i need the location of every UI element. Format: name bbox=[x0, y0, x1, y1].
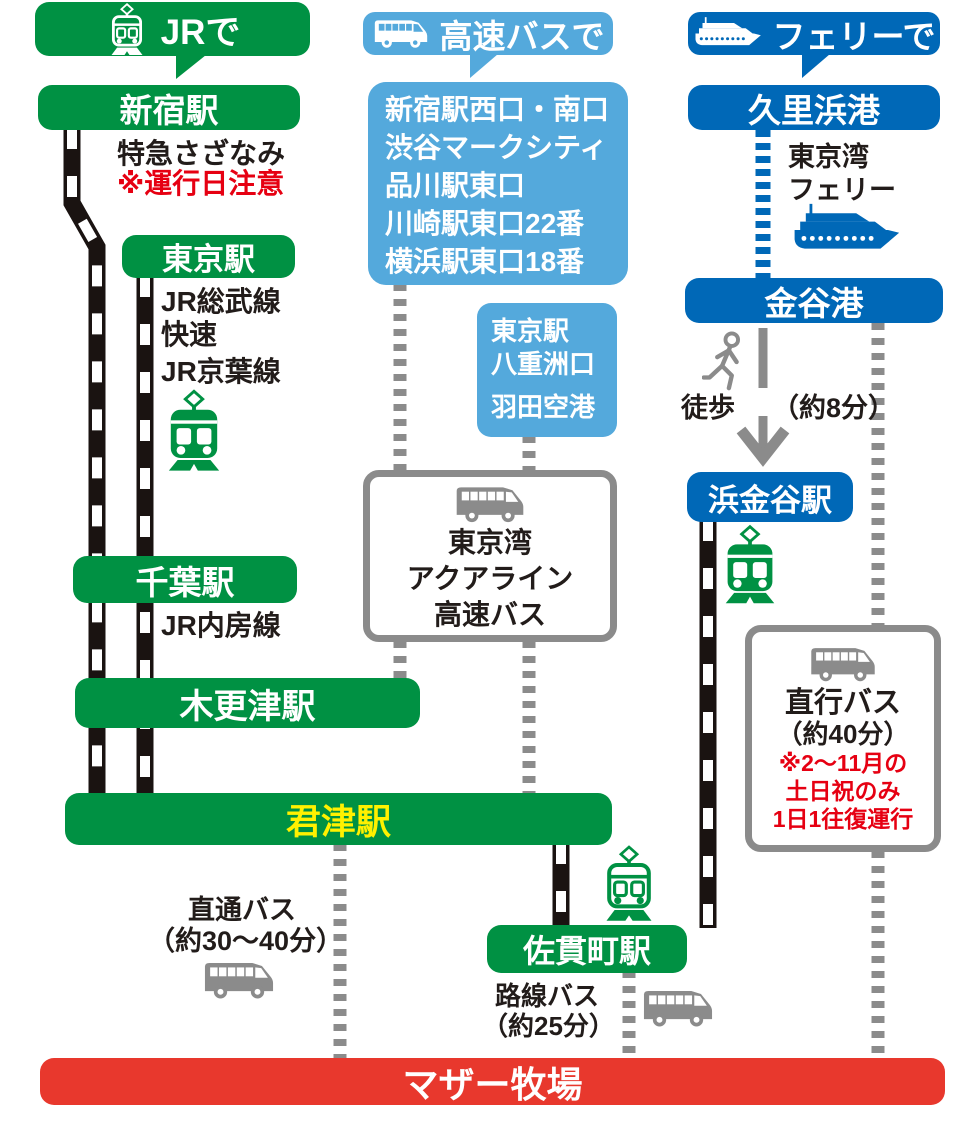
station-badge-hamakanaya: 浜金谷駅 bbox=[687, 472, 853, 522]
chokko-note-line3: 1日1往復運行 bbox=[772, 806, 914, 832]
bus-icon bbox=[372, 17, 430, 50]
station-badge-shinjuku: 新宿駅 bbox=[38, 85, 300, 130]
highway-bus-header-tail bbox=[470, 54, 498, 78]
station-badge-kanaya: 金谷港 bbox=[685, 278, 943, 323]
aqualine-line3: 高速バス bbox=[433, 599, 546, 630]
station-label: 東京駅 bbox=[162, 242, 255, 277]
bus-stop: 新宿駅西口・南口 bbox=[385, 94, 610, 125]
bus-stop: 渋谷マークシティ bbox=[385, 132, 608, 163]
station-badge-kurihama: 久里浜港 bbox=[688, 85, 940, 130]
walking-person-icon bbox=[702, 331, 748, 393]
station-label: 新宿駅 bbox=[119, 91, 219, 129]
ferry-icon bbox=[786, 202, 904, 258]
bus-stop: 品川駅東口 bbox=[385, 170, 526, 201]
station-label: 木更津駅 bbox=[179, 687, 316, 726]
bus-name: 直通バス bbox=[188, 895, 296, 925]
note-chokutsu-bus: 直通バス （約30〜40分） bbox=[148, 895, 344, 957]
chokko-bus-note: ※2〜11月の 土日祝のみ 1日1往復運行 bbox=[773, 749, 914, 833]
note-sobu-rapid: 快速 bbox=[161, 319, 218, 350]
aqualine-bus-label: 東京湾 アクアライン 高速バス bbox=[407, 525, 574, 633]
bus-time: （約30〜40分） bbox=[148, 926, 344, 956]
bus-stop: 八重洲口 bbox=[491, 349, 596, 379]
bus-stops-tokyo-box: 東京駅 八重洲口 羽田空港 bbox=[477, 303, 617, 437]
bus-stop: 横浜駅東口18番 bbox=[385, 246, 585, 277]
station-label: 金谷港 bbox=[764, 284, 864, 322]
ferry-header-badge: フェリーで bbox=[688, 12, 940, 55]
destination-label: マザー牧場 bbox=[402, 1063, 583, 1105]
note-rosen-bus: 路線バス （約25分） bbox=[482, 981, 615, 1041]
ferry-header-tail bbox=[802, 54, 830, 78]
destination-badge: マザー牧場 bbox=[40, 1058, 945, 1105]
highway-bus-header-badge: 高速バスで bbox=[363, 12, 613, 55]
bus-stops-box: 新宿駅西口・南口 渋谷マークシティ 品川駅東口 川崎駅東口22番 横浜駅東口18… bbox=[368, 82, 628, 285]
bus-time: （約25分） bbox=[482, 1011, 615, 1041]
jr-header-label: JRで bbox=[160, 12, 241, 52]
station-label: 浜金谷駅 bbox=[708, 482, 832, 518]
station-label: 佐貫町駅 bbox=[522, 933, 651, 969]
jr-header-tail bbox=[176, 55, 206, 79]
aqualine-line1: 東京湾 bbox=[447, 527, 532, 558]
bus-icon bbox=[807, 644, 879, 684]
train-icon bbox=[105, 3, 149, 55]
chokko-bus-box: 直行バス （約40分） ※2〜11月の 土日祝のみ 1日1往復運行 bbox=[745, 625, 941, 852]
aqualine-bus-box: 東京湾 アクアライン 高速バス bbox=[363, 470, 617, 642]
walk-time: （約8分） bbox=[772, 393, 896, 423]
station-label: 君津駅 bbox=[285, 802, 391, 842]
train-icon bbox=[722, 524, 778, 604]
note-caution: ※運行日注意 bbox=[117, 168, 285, 199]
train-icon bbox=[602, 843, 656, 923]
ferry-name-line1: 東京湾 bbox=[788, 142, 869, 172]
chokko-bus-time: （約40分） bbox=[776, 719, 910, 749]
chokko-note-line1: ※2〜11月の bbox=[778, 750, 908, 776]
highway-bus-header-label: 高速バスで bbox=[439, 17, 605, 55]
bus-icon bbox=[641, 986, 715, 1030]
station-badge-sanukimachi: 佐貫町駅 bbox=[487, 925, 687, 973]
bus-stop: 東京駅 bbox=[491, 316, 570, 346]
walk-arrow bbox=[736, 328, 790, 467]
station-label: 千葉駅 bbox=[135, 563, 235, 601]
bus-icon bbox=[202, 958, 276, 1002]
ferry-name-line2: フェリー bbox=[788, 175, 896, 205]
aqualine-line2: アクアライン bbox=[406, 563, 574, 594]
bus-stop: 羽田空港 bbox=[491, 392, 596, 422]
jr-header-badge: JRで bbox=[35, 2, 310, 56]
ferry-icon bbox=[692, 16, 762, 51]
note-uchibo-line: JR内房線 bbox=[161, 610, 281, 641]
station-label: 久里浜港 bbox=[748, 91, 880, 129]
rail-line-shinjuku-kimitsu bbox=[63, 128, 106, 796]
note-sobu-line: JR総武線 bbox=[161, 286, 281, 317]
note-express: 特急さざなみ bbox=[117, 138, 286, 169]
chokko-note-line2: 土日祝のみ bbox=[785, 778, 901, 804]
train-icon bbox=[165, 389, 223, 471]
chokko-bus-name: 直行バス bbox=[784, 687, 901, 719]
note-keiyo-line: JR京葉線 bbox=[161, 356, 281, 387]
bus-icon bbox=[453, 483, 527, 525]
bus-name: 路線バス bbox=[494, 981, 599, 1011]
walk-label: 徒歩 bbox=[681, 393, 735, 423]
station-badge-chiba: 千葉駅 bbox=[73, 556, 297, 603]
bus-stop: 川崎駅東口22番 bbox=[385, 208, 585, 239]
station-badge-kimitsu: 君津駅 bbox=[65, 793, 612, 845]
station-badge-tokyo: 東京駅 bbox=[122, 235, 295, 278]
ferry-header-label: フェリーで bbox=[772, 17, 936, 55]
station-badge-kisarazu: 木更津駅 bbox=[75, 678, 420, 728]
